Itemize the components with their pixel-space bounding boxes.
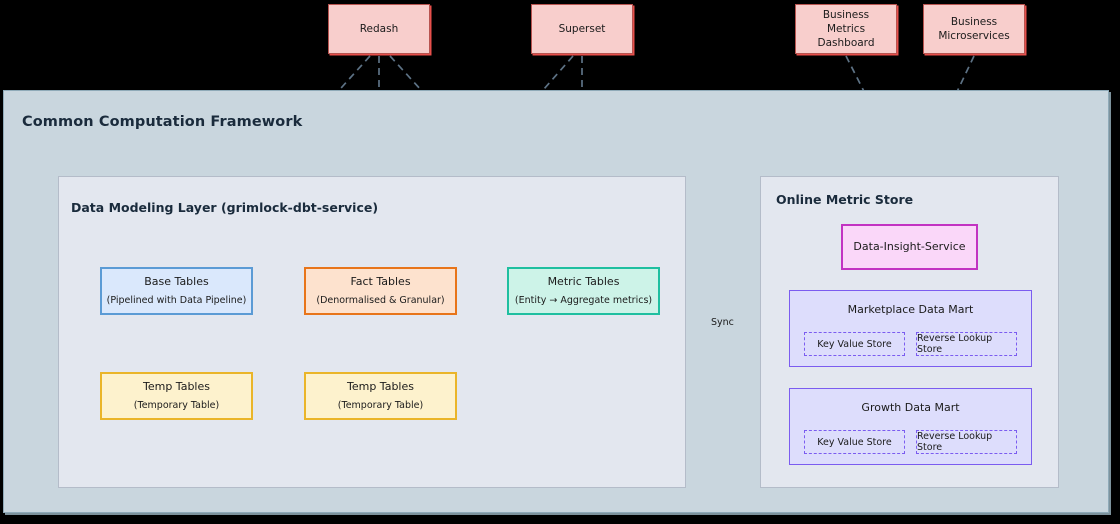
node-subtitle: (Temporary Table) <box>337 399 424 411</box>
online-metric-store-title: Online Metric Store <box>776 192 914 207</box>
growth-reverse-lookup-store[interactable]: Reverse Lookup Store <box>916 430 1017 454</box>
source-node-superset[interactable]: Superset <box>531 4 633 54</box>
source-node-business-metrics-dashboard[interactable]: Business Metrics Dashboard <box>795 4 897 54</box>
data-modeling-layer-panel <box>58 176 686 488</box>
node-title: Fact Tables <box>350 274 411 288</box>
node-data-insight-service[interactable]: Data-Insight-Service <box>841 224 978 270</box>
node-temp-tables-left[interactable]: Temp Tables (Temporary Table) <box>100 372 253 420</box>
source-node-redash[interactable]: Redash <box>328 4 430 54</box>
node-title: Base Tables <box>144 274 209 288</box>
framework-title: Common Computation Framework <box>22 114 303 130</box>
marketplace-key-value-store[interactable]: Key Value Store <box>804 332 905 356</box>
node-temp-tables-right[interactable]: Temp Tables (Temporary Table) <box>304 372 457 420</box>
marketplace-data-mart[interactable]: Marketplace Data Mart Key Value Store Re… <box>789 290 1032 367</box>
node-metric-tables[interactable]: Metric Tables (Entity → Aggregate metric… <box>507 267 660 315</box>
data-modeling-layer-title: Data Modeling Layer (grimlock-dbt-servic… <box>71 200 379 215</box>
node-subtitle: (Pipelined with Data Pipeline) <box>106 294 247 306</box>
mart-title: Marketplace Data Mart <box>847 303 974 316</box>
source-label: Redash <box>359 22 399 35</box>
node-base-tables[interactable]: Base Tables (Pipelined with Data Pipelin… <box>100 267 253 315</box>
growth-data-mart[interactable]: Growth Data Mart Key Value Store Reverse… <box>789 388 1032 465</box>
node-title: Data-Insight-Service <box>853 239 966 253</box>
source-label: Business Metrics Dashboard <box>817 8 875 50</box>
node-subtitle: (Entity → Aggregate metrics) <box>514 294 653 306</box>
source-label: Business Microservices <box>938 15 1010 42</box>
source-node-business-microservices[interactable]: Business Microservices <box>923 4 1025 54</box>
node-title: Temp Tables <box>143 379 210 393</box>
node-subtitle: (Temporary Table) <box>133 399 220 411</box>
node-title: Metric Tables <box>547 274 620 288</box>
node-fact-tables[interactable]: Fact Tables (Denormalised & Granular) <box>304 267 457 315</box>
mart-title: Growth Data Mart <box>861 401 960 414</box>
node-subtitle: (Denormalised & Granular) <box>316 294 445 306</box>
growth-key-value-store[interactable]: Key Value Store <box>804 430 905 454</box>
sync-edge-label: Sync <box>708 317 737 328</box>
source-label: Superset <box>558 22 606 35</box>
node-title: Temp Tables <box>347 379 414 393</box>
marketplace-reverse-lookup-store[interactable]: Reverse Lookup Store <box>916 332 1017 356</box>
